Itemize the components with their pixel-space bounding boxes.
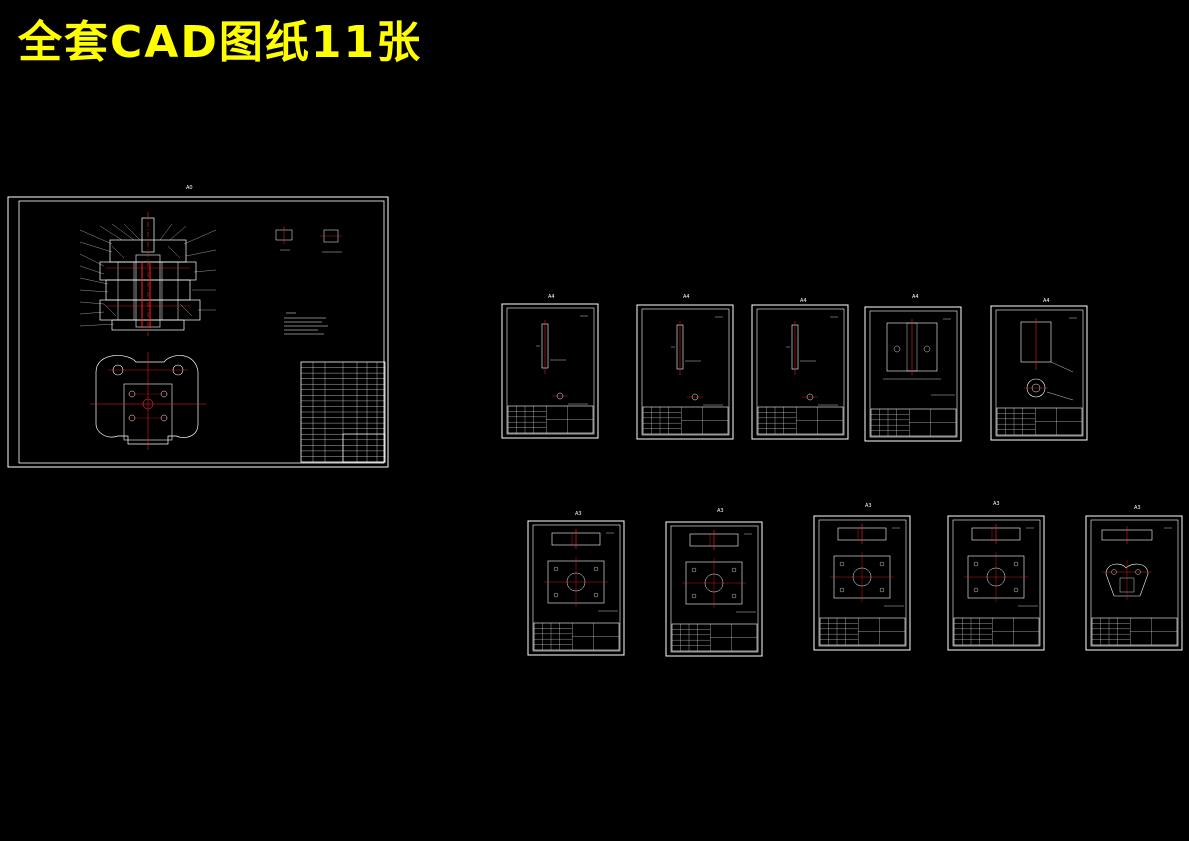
part-geometry <box>671 321 723 406</box>
sheet-outer-border <box>501 303 599 439</box>
sheet-s3[interactable]: A4 <box>751 298 849 440</box>
sheet-outer-border <box>813 515 911 651</box>
title-block <box>996 407 1083 436</box>
page-title: 全套CAD图纸11张 <box>18 17 423 68</box>
sheet-s8[interactable]: A3 <box>813 503 911 651</box>
sheet-s4[interactable]: A4 <box>864 294 962 442</box>
sheet-inner-border <box>670 525 759 653</box>
sheet-size-label: A3 <box>717 508 724 514</box>
sheet-outer-border <box>990 305 1088 441</box>
sheet-inner-border <box>641 308 730 436</box>
sheet-size-label: A3 <box>1134 505 1141 511</box>
title-block <box>870 408 957 437</box>
part-geometry <box>536 320 588 405</box>
sheet-s10[interactable]: A3 <box>1085 505 1183 651</box>
sheet-outer-border <box>751 304 849 440</box>
part-geometry <box>883 319 955 396</box>
part-geometry <box>1101 526 1153 600</box>
assembly-section-view <box>79 212 217 336</box>
sheet-inner-border <box>532 524 621 652</box>
title-block <box>533 622 620 651</box>
sheet-inner-border <box>995 309 1084 437</box>
title-block <box>507 405 594 434</box>
sheet-s6[interactable]: A3 <box>527 511 625 656</box>
part-geometry <box>544 529 618 612</box>
title-block <box>642 406 729 435</box>
sheet-s2[interactable]: A4 <box>636 294 734 440</box>
technical-notes <box>284 312 328 335</box>
sheet-s5[interactable]: A4 <box>990 298 1088 441</box>
assembly-detail-views <box>275 226 342 253</box>
sheet-outer-border <box>527 520 625 656</box>
sheet-s7[interactable]: A3 <box>665 508 763 657</box>
sheet-inner-border <box>818 519 907 647</box>
title-block <box>757 406 844 435</box>
sheet-inner-border <box>506 307 595 435</box>
sheet-size-label: A3 <box>865 503 872 509</box>
title-block <box>819 617 906 646</box>
sheet-outer-border <box>947 515 1045 651</box>
sheet-inner-border <box>952 519 1041 647</box>
part-geometry <box>964 524 1038 607</box>
bill-of-materials-table <box>300 361 386 463</box>
sheet-size-label: A4 <box>1043 298 1050 304</box>
sheet-inner-border <box>18 200 385 464</box>
title-block <box>953 617 1040 646</box>
part-geometry <box>786 321 838 406</box>
part-geometry <box>1020 318 1074 401</box>
sheet-size-label: A4 <box>683 294 690 300</box>
sheet-outer-border <box>7 196 389 468</box>
sheet-size-label: A0 <box>186 185 193 191</box>
sheet-outer-border <box>636 304 734 440</box>
sheet-inner-border <box>756 308 845 436</box>
sheet-outer-border <box>665 521 763 657</box>
sheet-size-label: A4 <box>912 294 919 300</box>
assembly-plan-view <box>90 352 206 450</box>
part-geometry <box>830 524 904 607</box>
sheet-inner-border <box>869 310 958 438</box>
sheet-size-label: A4 <box>800 298 807 304</box>
sheet-outer-border <box>864 306 962 442</box>
sheet-outer-border <box>1085 515 1183 651</box>
sheet-s1[interactable]: A4 <box>501 294 599 439</box>
sheet-size-label: A3 <box>575 511 582 517</box>
part-geometry <box>682 530 756 613</box>
sheet-size-label: A3 <box>993 501 1000 507</box>
sheet-s9[interactable]: A3 <box>947 501 1045 651</box>
title-block <box>1091 617 1178 646</box>
title-block <box>671 623 758 652</box>
sheet-size-label: A4 <box>548 294 555 300</box>
sheet-assembly[interactable]: A0 <box>7 185 389 468</box>
sheet-inner-border <box>1090 519 1179 647</box>
